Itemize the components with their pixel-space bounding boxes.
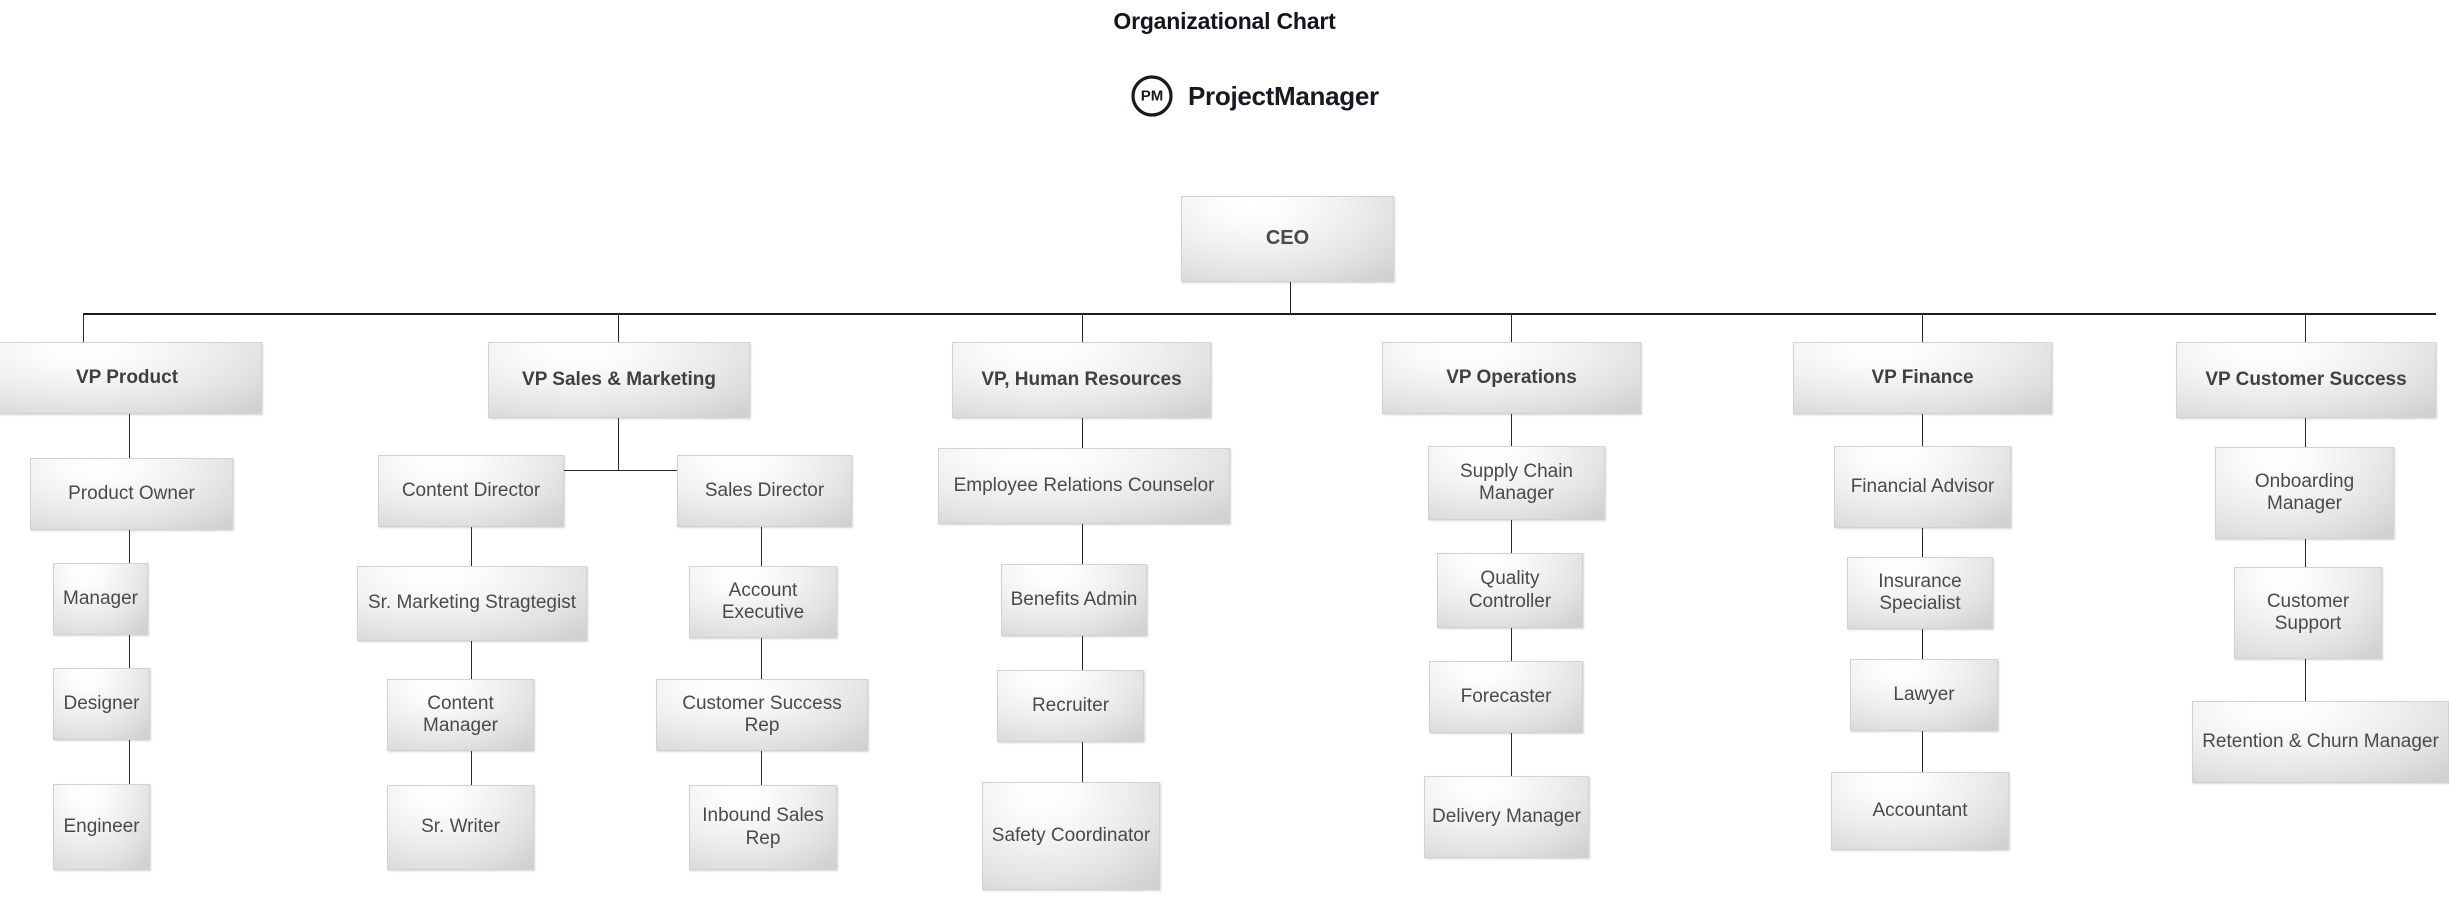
node-ceo[interactable]: CEO [1181,196,1394,282]
connector-ceo-down [1290,282,1291,314]
connector-manager-designer [129,635,130,668]
connector-sales-director-account-exec [761,527,762,566]
connector-insurance-lawyer [1922,629,1923,659]
node-onboarding-manager[interactable]: Onboarding Manager [2215,447,2394,539]
node-retention-churn-manager[interactable]: Retention & Churn Manager [2192,701,2449,783]
svg-text:PM: PM [1141,88,1164,105]
connector-recruiter-safety [1082,742,1083,782]
node-engineer[interactable]: Engineer [53,784,150,870]
node-sales-director[interactable]: Sales Director [677,455,852,527]
connector-quality-forecaster [1511,628,1512,661]
node-manager[interactable]: Manager [53,563,148,635]
node-inbound-sales-rep[interactable]: Inbound Sales Rep [689,785,837,870]
node-sr-writer[interactable]: Sr. Writer [387,785,534,870]
node-vp-operations[interactable]: VP Operations [1382,342,1641,414]
connector-designer-engineer [129,740,130,784]
node-vp-finance[interactable]: VP Finance [1793,342,2052,414]
node-sr-marketing-strategist[interactable]: Sr. Marketing Stragtegist [357,566,587,641]
connector-bus-vp-finance [1922,313,1923,343]
connector-benefits-recruiter [1082,636,1083,670]
node-vp-product[interactable]: VP Product [0,342,262,414]
node-account-executive[interactable]: Account Executive [689,566,837,638]
node-designer[interactable]: Designer [53,668,150,740]
node-delivery-manager[interactable]: Delivery Manager [1424,776,1589,858]
connector-vp-ops-supply-chain [1511,414,1512,446]
connector-vp-bus [83,313,2436,315]
connector-support-retention [2305,659,2306,701]
connector-content-manager-sr-writer [471,751,472,785]
node-quality-controller[interactable]: Quality Controller [1437,553,1583,628]
node-product-owner[interactable]: Product Owner [30,458,233,530]
connector-bus-vp-sales [618,313,619,343]
connector-lawyer-accountant [1922,731,1923,772]
connector-vp-product-product-owner [129,414,130,458]
connector-advisor-insurance [1922,528,1923,557]
node-employee-relations-counselor[interactable]: Employee Relations Counselor [938,448,1230,524]
connector-bus-vp-cs [2305,313,2306,343]
connector-product-owner-manager [129,530,130,563]
node-customer-support[interactable]: Customer Support [2234,567,2382,659]
node-vp-sales-marketing[interactable]: VP Sales & Marketing [488,342,750,418]
node-forecaster[interactable]: Forecaster [1429,661,1583,733]
node-insurance-specialist[interactable]: Insurance Specialist [1847,557,1993,629]
node-content-manager[interactable]: Content Manager [387,679,534,751]
pm-circle-logo-icon: PM [1131,75,1173,117]
connector-vp-sales-down [618,418,619,470]
connector-vp-cs-onboarding [2305,418,2306,447]
node-accountant[interactable]: Accountant [1831,772,2009,850]
node-safety-coordinator[interactable]: Safety Coordinator [982,782,1160,890]
node-lawyer[interactable]: Lawyer [1850,659,1998,731]
node-financial-advisor[interactable]: Financial Advisor [1834,446,2011,528]
page-title: Organizational Chart [1113,8,1336,34]
connector-bus-vp-product [83,313,84,343]
connector-sales-split-bus [564,470,677,471]
node-vp-human-resources[interactable]: VP, Human Resources [952,342,1211,418]
node-benefits-admin[interactable]: Benefits Admin [1001,564,1147,636]
connector-bus-vp-ops [1511,313,1512,343]
connector-cs-rep-inbound-rep [761,751,762,785]
connector-forecaster-delivery [1511,733,1512,776]
node-recruiter[interactable]: Recruiter [997,670,1144,742]
node-supply-chain-manager[interactable]: Supply Chain Manager [1428,446,1605,520]
brand-name: ProjectManager [1188,80,1379,111]
node-content-director[interactable]: Content Director [378,455,564,527]
connector-supply-chain-quality [1511,520,1512,553]
connector-employee-relations-benefits [1082,524,1083,564]
connector-content-director-sr-marketing [471,527,472,566]
connector-bus-vp-hr [1082,313,1083,343]
connector-sr-marketing-content-manager [471,641,472,679]
connector-account-exec-cs-rep [761,638,762,679]
connector-vp-hr-employee-relations [1082,418,1083,448]
connector-onboarding-support [2305,539,2306,567]
connector-vp-finance-advisor [1922,414,1923,446]
brand-lockup: PM ProjectManager [1130,74,1379,118]
node-vp-customer-success[interactable]: VP Customer Success [2176,342,2436,418]
node-customer-success-rep[interactable]: Customer Success Rep [656,679,868,751]
